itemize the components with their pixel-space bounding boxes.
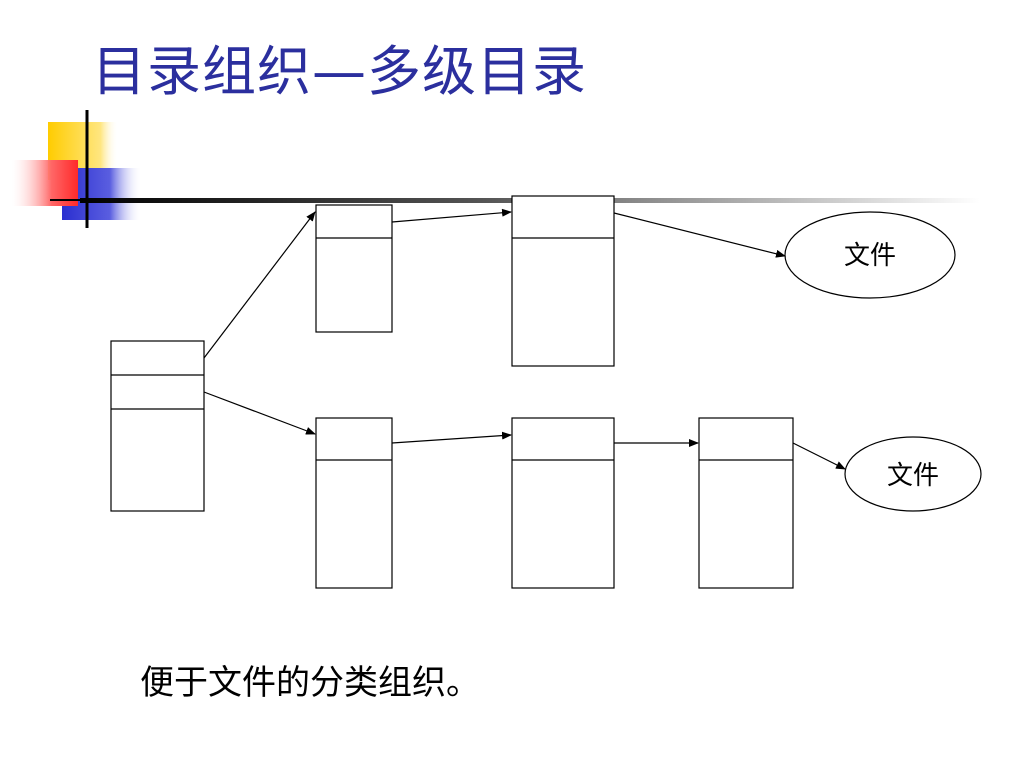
slide-caption: 便于文件的分类组织。 (140, 663, 480, 703)
arrow-upper-2-to-file (613, 212, 786, 258)
file-label-lower: 文件 (887, 461, 939, 491)
arrow-root-to-lower-1 (203, 391, 316, 435)
subdirectory-box-upper-2 (511, 195, 615, 367)
slide-title: 目录组织—多级目录 (92, 40, 587, 103)
ornament-red-square (12, 160, 78, 206)
corner-ornament (12, 110, 142, 228)
file-label-upper: 文件 (844, 241, 896, 271)
file-node-lower (844, 436, 982, 512)
arrow-lower-3-to-file (792, 442, 846, 470)
root-directory-box (110, 340, 205, 512)
subdirectory-box-lower-1 (315, 417, 393, 589)
subdirectory-box-upper-1 (315, 204, 393, 333)
arrow-lower-1-to-lower-2 (391, 431, 512, 444)
arrow-root-to-upper-1 (203, 211, 316, 359)
subdirectory-box-lower-2 (511, 417, 615, 589)
subdirectory-box-lower-3 (698, 417, 794, 589)
arrow-upper-1-to-upper-2 (391, 208, 512, 223)
